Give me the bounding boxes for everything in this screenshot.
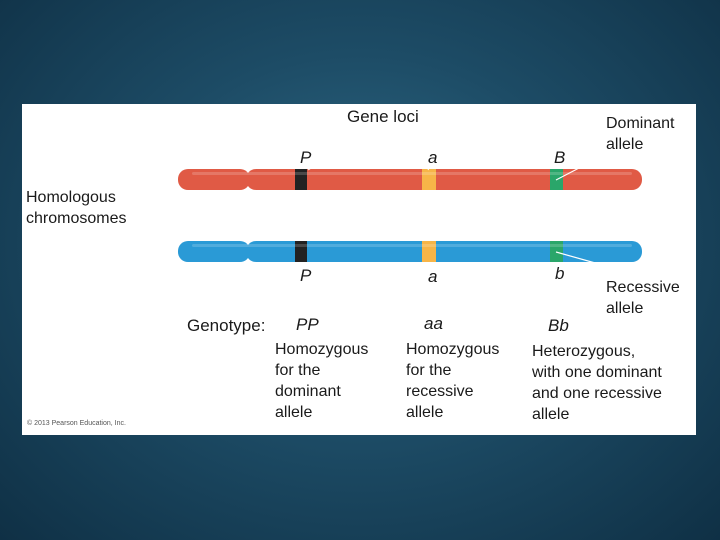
top-chromosome xyxy=(178,169,642,190)
dominant-allele-label: Dominant allele xyxy=(606,115,675,153)
genotype-PP-code: PP xyxy=(296,315,319,334)
bottom-chromosome-long-arm xyxy=(246,241,642,262)
top-locus-label-a: a xyxy=(428,148,438,167)
bottom-locus-b xyxy=(550,241,563,262)
bottom-locus-a xyxy=(422,241,436,262)
copyright-notice: © 2013 Pearson Education, Inc. xyxy=(27,420,126,427)
genotype-Bb-code: Bb xyxy=(548,316,569,335)
bottom-locus-label-P: P xyxy=(300,266,312,285)
dominant-allele-pointer xyxy=(555,153,607,181)
genotype-Bb-description: Heterozygous, with one dominant and one … xyxy=(532,343,662,423)
figure-panel: Gene loci P a B Dominant allele Homologo… xyxy=(22,104,696,435)
gene-loci-title: Gene loci xyxy=(347,107,419,126)
genotype-aa-description: Homozygous for the recessive allele xyxy=(406,341,500,421)
top-chromosome-short-arm xyxy=(178,169,250,190)
recessive-allele-pointer xyxy=(555,251,607,267)
recessive-allele-label: Recessive allele xyxy=(606,279,680,317)
top-chromosome-long-arm xyxy=(246,169,642,190)
chromosome-diagram xyxy=(178,153,642,267)
bottom-chromosome xyxy=(178,241,642,262)
locus-P-pointer xyxy=(307,163,319,171)
top-locus-P xyxy=(295,169,307,190)
bottom-locus-label-a: a xyxy=(428,267,438,286)
bottom-chromosome-short-arm xyxy=(178,241,250,262)
bottom-locus-label-b: b xyxy=(555,264,565,283)
bottom-chromosome-highlight xyxy=(192,244,632,247)
genotype-label: Genotype: xyxy=(187,316,266,335)
top-locus-label-B: B xyxy=(554,148,566,167)
top-chromosome-centromere xyxy=(242,174,254,185)
top-chromosome-highlight xyxy=(192,172,632,175)
top-locus-label-P: P xyxy=(300,148,312,167)
top-locus-a xyxy=(422,169,436,190)
genotype-PP-description: Homozygous for the dominant allele xyxy=(275,341,369,421)
bottom-locus-P xyxy=(295,241,307,262)
bottom-chromosome-centromere xyxy=(242,246,254,257)
locus-a-pointer xyxy=(427,161,433,171)
homologous-chromosomes-label: Homologous chromosomes xyxy=(26,189,127,227)
genotype-aa-code: aa xyxy=(424,314,443,333)
